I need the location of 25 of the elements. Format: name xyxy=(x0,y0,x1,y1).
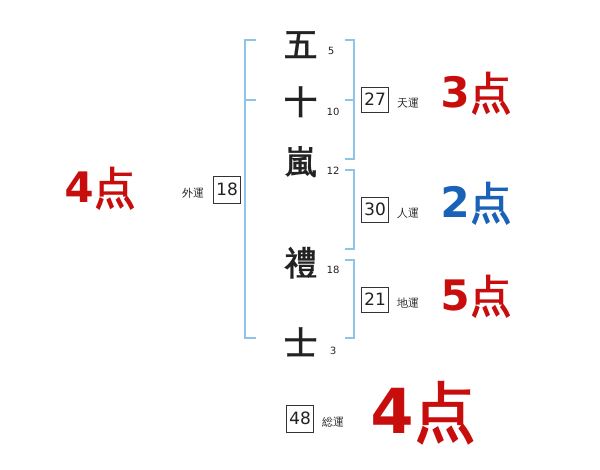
score-text: 5点 xyxy=(440,275,512,317)
name-character: 嵐 xyxy=(285,146,317,178)
fortune-label: 天運 xyxy=(397,98,419,108)
fortune-number-box: 21 xyxy=(361,287,389,313)
fortune-number-box: 27 xyxy=(361,87,389,113)
fortune-number-box: 48 xyxy=(286,405,314,433)
stroke-count: 12 xyxy=(326,167,340,177)
stroke-count: 10 xyxy=(326,108,340,118)
fortune-label: 総運 xyxy=(322,416,344,428)
fortune-label: 地運 xyxy=(397,298,419,308)
score-text: 3点 xyxy=(440,72,512,114)
fortune-label: 外運 xyxy=(182,188,204,198)
fortune-number-box: 18 xyxy=(213,176,241,204)
score-text: 4点 xyxy=(64,167,136,209)
score-text: 4点 xyxy=(370,381,476,443)
stroke-count: 18 xyxy=(326,266,340,276)
name-character: 五 xyxy=(285,29,317,61)
stroke-count: 5 xyxy=(328,47,334,57)
stroke-count: 3 xyxy=(330,347,336,357)
fortune-label: 人運 xyxy=(397,208,419,218)
score-text: 2点 xyxy=(440,182,512,224)
fortune-number-box: 30 xyxy=(361,197,389,223)
name-character: 十 xyxy=(285,86,317,118)
name-character: 禮 xyxy=(285,247,317,279)
name-character: 士 xyxy=(285,327,317,359)
